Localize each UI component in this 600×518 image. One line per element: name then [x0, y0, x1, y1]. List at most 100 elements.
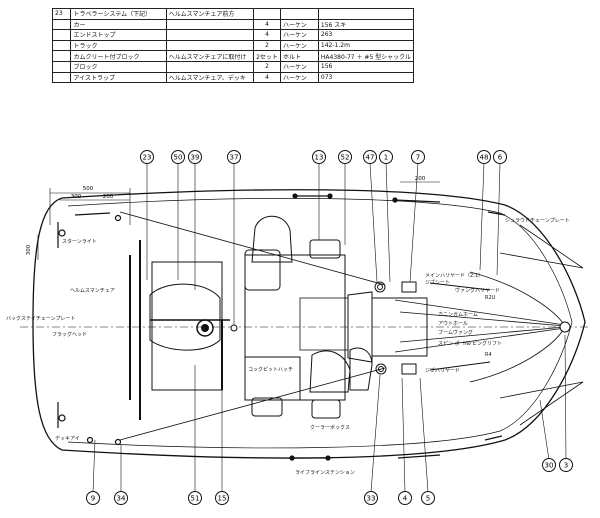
label-deck-eye: デッキアイ	[55, 435, 80, 442]
callouts-bottom: 9 34 51 15 33 4 5 30 3	[86, 458, 573, 505]
label-star-light: スターンライト	[62, 238, 97, 245]
svg-text:52: 52	[341, 154, 350, 162]
table-cell: ハーケン	[279, 29, 319, 41]
label-boom-vang: ブームヴァング	[438, 329, 473, 336]
table-cell	[253, 8, 281, 20]
table-cell: 23	[51, 8, 72, 20]
table-row: ブロック 2 ハーケン 156	[51, 60, 415, 73]
helmsman-chair	[151, 261, 223, 391]
label-outhaul: アウトホール	[438, 320, 468, 327]
lifeline-stanchions	[289, 193, 506, 461]
callout-7: 7	[411, 150, 425, 164]
callout-6: 6	[493, 150, 507, 164]
table-cell: 156 スキ	[317, 18, 415, 31]
label-jib-halyard: ジブハリヤード	[425, 367, 460, 374]
parts-table: 23 トラベラーシステム（下記） ヘルムスマンチェア前方 カー 4 ハーケン 1…	[51, 8, 415, 84]
table-cell: 4	[253, 18, 281, 31]
label-lifeline: ライフラインステンション	[295, 470, 355, 476]
callout-50: 50	[171, 150, 185, 164]
table-cell	[51, 60, 72, 73]
table-row: カムクリート付ブロック ヘルムスマンチェアに取付け 2セット ホルト HA438…	[51, 50, 415, 62]
label-cooler-box: クーラーボックス	[310, 424, 350, 431]
forestay-fitting	[559, 321, 571, 333]
callouts-top: 23 50 39 37 13 52 47 1 7 48 6	[140, 150, 507, 164]
table-cell: トラベラーシステム（下記）	[70, 8, 167, 20]
label-backstay-plate: バックステイチェーンプレート	[6, 316, 75, 322]
label-r2u: R2U	[485, 295, 496, 301]
table-cell	[51, 29, 72, 41]
table-cell: ハーケン	[279, 39, 319, 52]
dimension-200-right: 200	[415, 176, 426, 182]
callout-9: 9	[86, 491, 100, 505]
svg-text:39: 39	[191, 154, 200, 162]
table-cell: 4	[253, 71, 281, 84]
cabin-house	[371, 297, 428, 357]
table-cell: カー	[70, 18, 167, 31]
svg-text:3: 3	[564, 462, 568, 470]
dimension-300: 300	[71, 194, 82, 200]
callout-33: 33	[364, 491, 378, 505]
table-row: エンドストップ 4 ハーケン 263	[51, 29, 415, 41]
svg-text:6: 6	[498, 154, 503, 162]
svg-text:48: 48	[480, 154, 489, 162]
callout-34: 34	[114, 491, 128, 505]
table-cell: ヘルムスマンチェア前方	[165, 8, 255, 20]
callout-4: 4	[398, 491, 412, 505]
table-cell: 2	[253, 60, 281, 73]
table-cell: カムクリート付ブロック	[70, 50, 167, 62]
table-cell: ハーケン	[279, 71, 319, 84]
label-spin-pole: スピン ポール	[438, 340, 470, 347]
shroud-lines	[499, 224, 584, 426]
traveller-tracks	[129, 240, 223, 420]
stern-fittings	[57, 212, 122, 446]
crew-seats	[244, 215, 373, 419]
callout-48: 48	[477, 150, 491, 164]
callout-15: 15	[215, 491, 229, 505]
svg-text:9: 9	[91, 495, 95, 503]
table-cell	[165, 18, 255, 31]
callout-51: 51	[188, 491, 202, 505]
label-cockpit-hatch: コックピットハッチ	[248, 367, 293, 373]
svg-text:34: 34	[117, 495, 126, 503]
svg-text:47: 47	[366, 154, 375, 162]
table-cell: 4	[253, 29, 281, 41]
callout-13: 13	[312, 150, 326, 164]
table-row: アイストラップ ヘルムスマンチェア、デッキ 4 ハーケン 073	[51, 71, 415, 84]
table-cell: ヘルムスマンチェア、デッキ	[165, 71, 255, 84]
label-vang-halyard: ヴァングハリヤード	[455, 287, 500, 294]
callout-37: 37	[227, 150, 241, 164]
svg-text:30: 30	[545, 462, 554, 470]
callout-52: 52	[338, 150, 352, 164]
table-cell	[165, 29, 255, 41]
svg-text:37: 37	[230, 154, 239, 162]
hull-outline	[32, 189, 586, 459]
table-row: カー 4 ハーケン 156 スキ	[51, 18, 415, 31]
callout-1: 1	[379, 150, 393, 164]
annotation-labels: スターンライト ヘルムスマンチェア バックステイチェーンプレート フラッグヘッド…	[6, 217, 570, 476]
dimension-lines	[37, 181, 440, 260]
table-cell: アイストラップ	[70, 71, 167, 84]
svg-text:23: 23	[143, 154, 152, 162]
callout-23: 23	[140, 150, 154, 164]
svg-text:7: 7	[416, 154, 420, 162]
table-cell	[51, 39, 72, 52]
label-shroud-plate: シュラウドチェーンプレート	[505, 217, 570, 224]
table-cell	[165, 60, 255, 73]
table-cell: エンドストップ	[70, 29, 167, 41]
table-cell: 156	[317, 60, 415, 73]
rudder-post	[230, 324, 238, 332]
callout-39: 39	[188, 150, 202, 164]
table-cell: トラック	[70, 39, 167, 52]
bow-rigging-lines	[119, 211, 566, 441]
callout-leaders	[92, 162, 567, 493]
callout-3: 3	[559, 458, 573, 472]
table-cell: ハーケン	[279, 60, 319, 73]
table-cell: ホルト	[279, 50, 319, 62]
table-cell: 263	[317, 29, 415, 41]
label-cunningham: カニンガムホーム	[438, 311, 478, 318]
svg-text:51: 51	[191, 495, 200, 503]
label-topping-lift: トッピングリフト	[462, 340, 502, 347]
table-cell: ブロック	[70, 60, 167, 73]
table-cell: 2セット	[253, 50, 281, 62]
